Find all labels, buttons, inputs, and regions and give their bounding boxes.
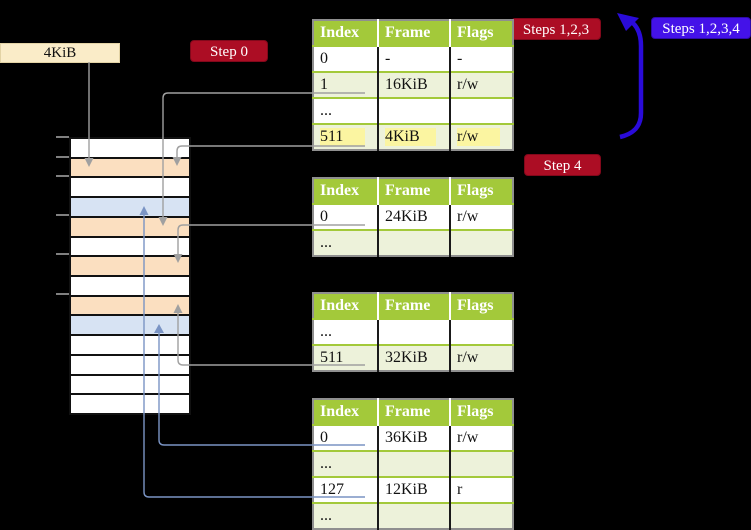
memory-tick-8 [56, 293, 69, 295]
level-4-table-row-1-flags: r/w [450, 71, 513, 98]
badge-step-0: Step 0 [190, 40, 268, 62]
level-1-table-row-0-flags: r/w [450, 424, 513, 451]
memory-tick-0 [56, 136, 69, 138]
level-3-table-row-1-flags [450, 229, 513, 256]
memory-tick-4 [56, 214, 69, 216]
level-4-table-header-frame: Frame [378, 20, 451, 46]
highlighted-entry-text: 511 [320, 128, 365, 146]
level-2-table-row-0-frame [378, 318, 451, 345]
level-4-table-row-3: 511 4KiB r/w [313, 123, 513, 150]
level-1-table-row-1-flags [450, 450, 513, 477]
level-4-table-row-3-index: 511 [313, 123, 379, 150]
level-3-table-row-0-index: 0 [313, 203, 379, 230]
level-2-table-row-1-index: 511 [313, 344, 379, 371]
highlighted-entry-text: 4KiB [385, 128, 437, 146]
level-3-table-header-frame: Frame [378, 178, 451, 204]
level-1-table-row-2-flags: r [450, 476, 513, 503]
level-1-table-row-2-frame: 12KiB [378, 476, 451, 503]
level-2-table-row-1-flags: r/w [450, 344, 513, 371]
level-3-table-row-0-flags: r/w [450, 203, 513, 230]
badge-step-4: Step 4 [524, 154, 601, 176]
memory-frame-row-12 [71, 373, 189, 394]
level-1-table-row-3-flags [450, 502, 513, 529]
level-4-table-row-1-frame: 16KiB [378, 71, 451, 98]
level-1-table-row-2-index: 127 [313, 476, 379, 503]
highlighted-entry-text: r/w [457, 128, 501, 146]
level-1-table-header-flags: Flags [450, 399, 513, 425]
level-1-table-row-1: ... [313, 450, 513, 477]
level-3-table-row-1-frame [378, 229, 451, 256]
level-4-table-row-3-frame: 4KiB [378, 123, 451, 150]
badge-steps-1-2-3-4: Steps 1,2,3,4 [651, 17, 751, 39]
level-3-table-row-1: ... [313, 229, 513, 256]
memory-frame-row-5 [71, 235, 189, 256]
memory-frame-row-0 [71, 139, 189, 157]
level-1-table-row-1-index: ... [313, 450, 379, 477]
level-4-table-header-flags: Flags [450, 20, 513, 46]
recursive-loop-arrow [619, 18, 644, 140]
level-4-table-row-0-index: 0 [313, 45, 379, 72]
level-2-table-row-1-frame: 32KiB [378, 344, 451, 371]
root-pointer-label: 4KiB [0, 43, 120, 63]
level-1-table-header-index: Index [313, 399, 379, 425]
memory-frame-row-10 [71, 334, 189, 354]
level-3-table-row-0-frame: 24KiB [378, 203, 451, 230]
level-2-table-row-0-index: ... [313, 318, 379, 345]
level-2-table-header-flags: Flags [450, 293, 513, 319]
level-1-table-row-3: ... [313, 502, 513, 529]
level-1-table-row-3-index: ... [313, 502, 379, 529]
level-4-table-row-0-flags: - [450, 45, 513, 72]
level-4-table-row-1-index: 1 [313, 71, 379, 98]
level-1-table-header-frame: Frame [378, 399, 451, 425]
level-4-table-row-2-flags [450, 97, 513, 124]
level-4-table-row-2-index: ... [313, 97, 379, 124]
memory-tick-6 [56, 253, 69, 255]
level-1-table-row-3-frame [378, 502, 451, 529]
level-1-table-row-0-index: 0 [313, 424, 379, 451]
memory-frame-row-2 [71, 176, 189, 197]
recursive-loop-arrowhead [617, 13, 639, 31]
level-4-table-header-index: Index [313, 20, 379, 46]
level-1-table-row-0-frame: 36KiB [378, 424, 451, 451]
memory-frame-row-3 [71, 196, 189, 216]
level-3-table-row-1-index: ... [313, 229, 379, 256]
memory-frame-row-7 [71, 275, 189, 295]
level-4-table-row-0: 0-- [313, 45, 513, 72]
memory-tick-1 [56, 156, 69, 158]
level-2-table-row-0: ... [313, 318, 513, 345]
memory-frame-row-1 [71, 156, 189, 177]
memory-frame-row-13 [71, 393, 189, 414]
memory-frame-row-11 [71, 353, 189, 374]
level-4-table-row-2-frame [378, 97, 451, 124]
level-2-table-row-0-flags [450, 318, 513, 345]
level-2-table-header-frame: Frame [378, 293, 451, 319]
level-2-table-header-index: Index [313, 293, 379, 319]
memory-frame-row-8 [71, 294, 189, 315]
physical-memory-column [69, 137, 191, 415]
level-3-table-header-index: Index [313, 178, 379, 204]
badge-steps-1-2-3: Steps 1,2,3 [511, 18, 601, 40]
memory-frame-row-6 [71, 255, 189, 276]
memory-frame-row-4 [71, 215, 189, 236]
memory-frame-row-9 [71, 314, 189, 335]
level-3-table-header-flags: Flags [450, 178, 513, 204]
level-4-table-row-0-frame: - [378, 45, 451, 72]
level-4-table-row-2: ... [313, 97, 513, 124]
level-4-table-row-3-flags: r/w [450, 123, 513, 150]
level-1-table-row-1-frame [378, 450, 451, 477]
memory-tick-2 [56, 175, 69, 177]
